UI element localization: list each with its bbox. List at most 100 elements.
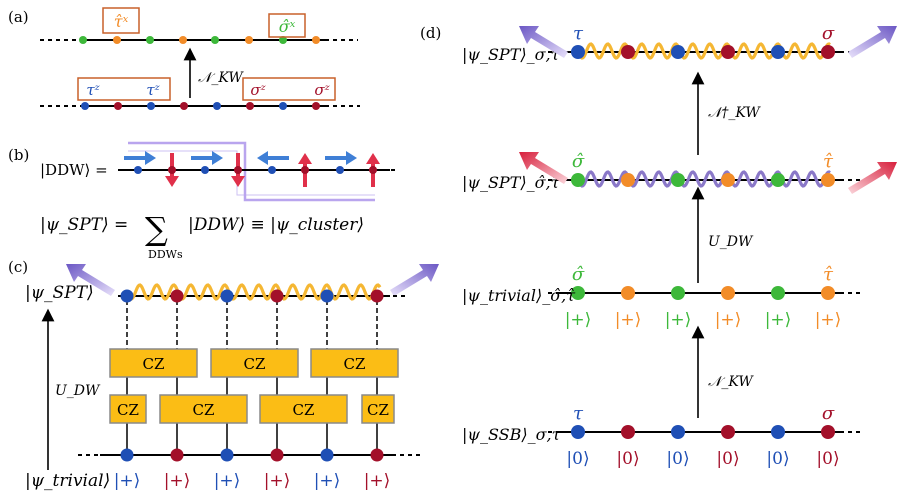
chain-site: [721, 286, 735, 300]
spt-site: [320, 289, 334, 303]
panel-label-b: (b): [8, 146, 29, 164]
panel-d-rows: |ψ_SPT⟩_σ,τ τ σ |ψ_SPT⟩_σ̂,τ̂ σ̂ τ̂ |ψ_trivial…: [462, 23, 862, 469]
panel-label-d: (d): [420, 24, 441, 42]
sum-symbol: ∑: [145, 210, 168, 248]
nkw-dagger-label: 𝒩†_KW: [708, 105, 761, 121]
sum-rhs: |DDW⟩ ≡ |ψ_cluster⟩: [188, 215, 364, 235]
chain-site: [571, 425, 585, 439]
edge-arrow-right-d1: [848, 26, 897, 58]
spt-wave: [125, 283, 382, 301]
trivial-site: [120, 448, 134, 462]
trivial-site: [370, 448, 384, 462]
cz-gate: [361, 394, 395, 424]
chain-site: [721, 425, 735, 439]
site-dot: [81, 102, 89, 110]
row-ket: |0⟩: [816, 449, 839, 469]
tau-x-label: τ̂ˣ: [114, 12, 129, 31]
chain-site: [771, 173, 785, 187]
site-dot: [312, 36, 320, 44]
right-site-label: τ̂: [823, 151, 834, 172]
state-label-d: |ψ_SPT⟩_σ,τ: [462, 45, 561, 64]
sigma-z-label-1: σᶻ: [250, 81, 266, 99]
spin-arrow-head: [366, 153, 380, 164]
panel-b-chain: [118, 151, 398, 187]
left-site-label: σ̂: [572, 264, 585, 285]
site-dot: [211, 36, 219, 44]
cz-gate-label: CZ: [143, 355, 165, 373]
chain-site: [771, 286, 785, 300]
site-dot: [246, 102, 254, 110]
spin-arrow-head: [212, 151, 223, 165]
spt-site: [220, 289, 234, 303]
row-ket: |0⟩: [616, 449, 639, 469]
site-dot: [279, 102, 287, 110]
nkw-label-d: 𝒩_KW: [708, 374, 754, 390]
panel-a-arrow: 𝒩_KW: [183, 47, 244, 98]
spt-site: [270, 289, 284, 303]
udw-label-c: U_DW: [55, 383, 101, 399]
chain-site: [821, 286, 835, 300]
blue-site: [268, 166, 276, 174]
right-site-label: σ: [822, 23, 835, 44]
row-ket: |0⟩: [766, 449, 789, 469]
cz-gate-label: CZ: [367, 401, 389, 419]
chain-site: [571, 286, 585, 300]
cz-gate-label: CZ: [344, 355, 366, 373]
state-label-d: |ψ_SSB⟩_σ,τ: [462, 425, 562, 444]
spt-site: [370, 289, 384, 303]
chain-site: [571, 173, 585, 187]
plus-ket: |+⟩: [164, 471, 191, 491]
state-label-d: |ψ_SPT⟩_σ̂,τ̂: [462, 173, 561, 192]
panel-label-a: (a): [8, 8, 29, 26]
row-ket: |+⟩: [815, 310, 842, 330]
row-ket: |0⟩: [666, 449, 689, 469]
state-label-d: |ψ_trivial⟩_σ̂,τ̂: [462, 286, 576, 305]
plus-ket: |+⟩: [364, 471, 391, 491]
panel-c-arrow: U_DW: [41, 308, 101, 470]
psi-trivial-label-c: |ψ_trivial⟩: [25, 471, 110, 491]
plus-ket: |+⟩: [264, 471, 291, 491]
chain-site: [771, 45, 785, 59]
blue-site: [134, 166, 142, 174]
spin-arrow-head: [145, 151, 156, 165]
site-dot: [146, 36, 154, 44]
chain-site: [821, 425, 835, 439]
trivial-site: [170, 448, 184, 462]
left-site-label: τ: [573, 23, 584, 44]
left-site-label: τ: [573, 403, 584, 424]
row-ket: |+⟩: [565, 310, 592, 330]
panel-a-top-chain: [40, 36, 358, 44]
row-ket: |+⟩: [715, 310, 742, 330]
plus-ket: |+⟩: [114, 471, 141, 491]
sum-index: DDWs: [148, 248, 183, 261]
chain-site: [721, 45, 735, 59]
site-dot: [113, 36, 121, 44]
site-dot: [147, 102, 155, 110]
cz-gate-label: CZ: [244, 355, 266, 373]
panel-a-bottom-chain: [40, 102, 360, 110]
spin-arrow-head: [257, 151, 268, 165]
row-ket: |0⟩: [716, 449, 739, 469]
edge-arrow-left-c: [66, 264, 115, 296]
sum-lhs: |ψ_SPT⟩ =: [40, 215, 128, 235]
sigma-x-label: σ̂ˣ: [279, 17, 296, 36]
cz-gate: [159, 394, 248, 424]
spin-arrow-head: [298, 153, 312, 164]
cz-gate: [310, 348, 399, 378]
row-ket: |+⟩: [765, 310, 792, 330]
spin-arrow-head: [346, 151, 357, 165]
cz-gate-label: CZ: [117, 401, 139, 419]
site-dot: [179, 36, 187, 44]
panel-a-bottom-box-tau: τᶻ τᶻ: [77, 77, 171, 101]
panel-a-top-box-tau: τ̂ˣ: [102, 7, 140, 34]
site-dot: [180, 102, 188, 110]
chain-site: [821, 173, 835, 187]
panel-c-top-arrows: [66, 264, 439, 296]
chain-site: [671, 173, 685, 187]
chain-site: [771, 425, 785, 439]
red-site: [168, 166, 176, 174]
spt-wave-d: [576, 42, 831, 60]
site-dot: [114, 102, 122, 110]
cz-gate: [109, 348, 198, 378]
